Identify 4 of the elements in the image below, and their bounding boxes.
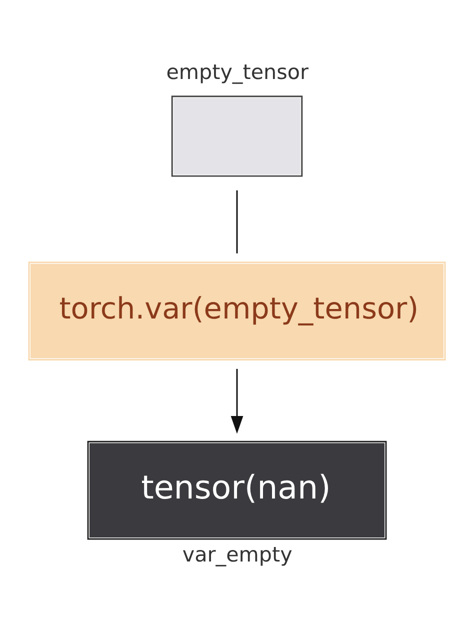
node-label: empty_tensor	[166, 60, 308, 84]
node-label: var_empty	[182, 542, 292, 566]
arrow	[230, 368, 244, 434]
connector	[236, 190, 238, 254]
